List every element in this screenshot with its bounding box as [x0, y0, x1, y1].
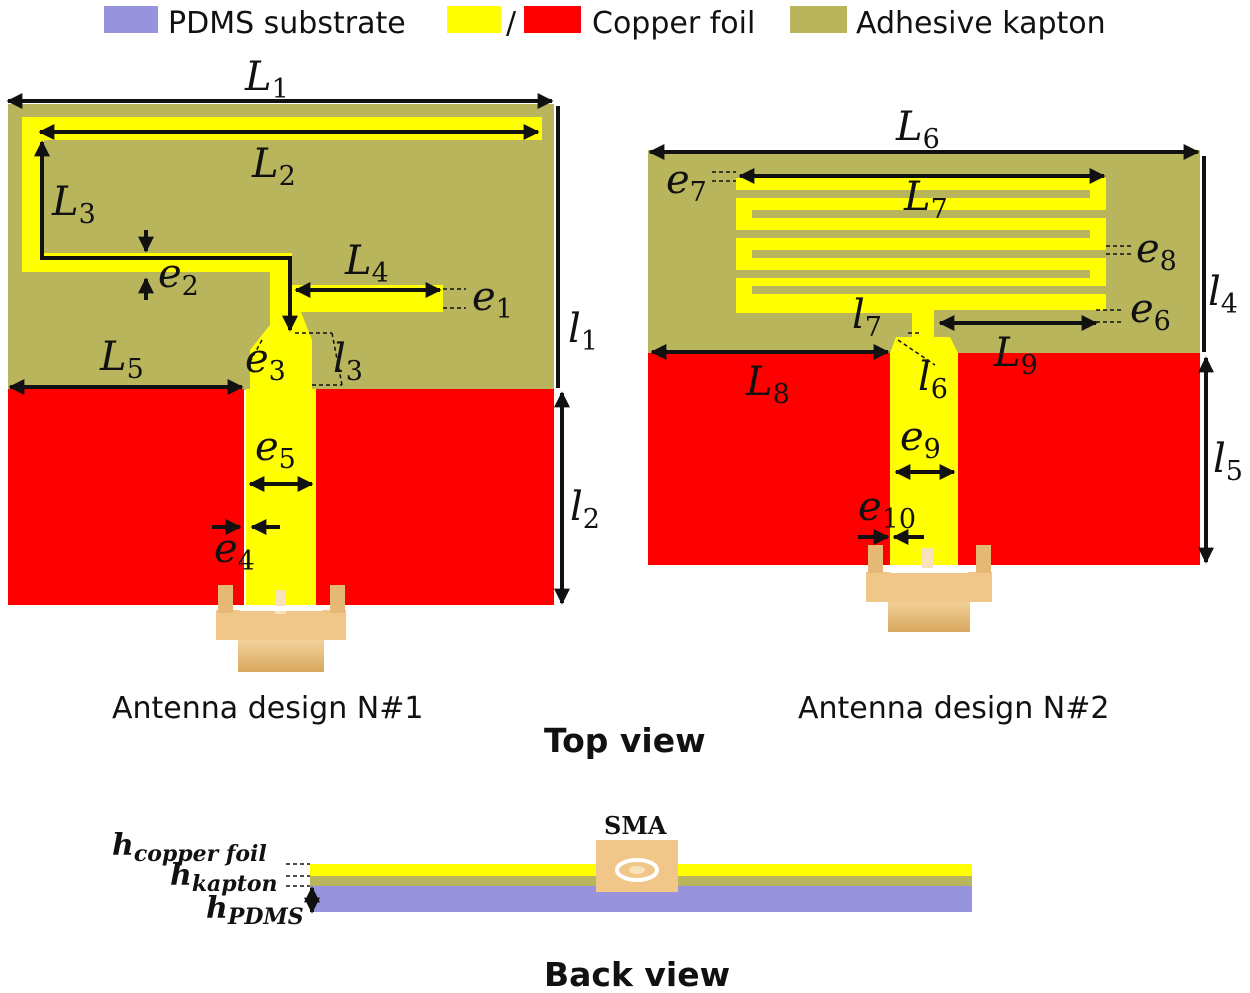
label-h-copper: hcopper foil — [112, 828, 267, 867]
label-e4: e4 — [214, 526, 255, 577]
d2-ground-left — [648, 353, 890, 565]
label-L5: L5 — [99, 334, 144, 385]
d2-sma-connector — [866, 545, 992, 632]
label-e8: e8 — [1136, 226, 1177, 277]
label-l1: l1 — [568, 306, 598, 357]
label-h-kapton: hkapton — [170, 858, 278, 897]
label-l7: l7 — [852, 292, 882, 343]
legend-swatch-copper-yellow — [447, 6, 501, 33]
label-e6: e6 — [1130, 286, 1171, 337]
label-e2: e2 — [158, 251, 199, 302]
label-l5: l5 — [1213, 436, 1243, 487]
d2-meander-slots — [736, 190, 1106, 294]
label-L3: L3 — [51, 179, 96, 230]
back-sma-label: SMA — [604, 811, 667, 840]
legend-swatch-kapton — [790, 6, 847, 33]
d1-ground-right — [316, 389, 554, 605]
top-view-title: Top view — [544, 721, 706, 760]
antenna-design-2: L6 L7 L8 L9 e6 e7 e8 e9 e10 l4 l5 l6 l7 … — [648, 104, 1243, 726]
legend-label-copper: Copper foil — [592, 6, 755, 41]
label-l6: l6 — [918, 354, 948, 405]
label-L1: L1 — [244, 54, 289, 105]
label-e9: e9 — [900, 414, 941, 465]
caption-design-2: Antenna design N#2 — [798, 691, 1109, 726]
label-L7: L7 — [903, 174, 948, 225]
antenna-design-1: L1 L2 L3 L4 L5 e1 e2 e3 e4 e5 l1 l2 l3 A… — [6, 54, 600, 726]
legend-swatch-copper-red — [524, 6, 581, 33]
label-L8: L8 — [745, 359, 790, 410]
label-e7: e7 — [666, 157, 707, 208]
label-L4: L4 — [344, 238, 389, 289]
d2-ground-right — [958, 353, 1200, 565]
label-L6: L6 — [895, 104, 940, 155]
label-e5: e5 — [255, 424, 296, 475]
label-e1: e1 — [472, 274, 513, 325]
back-view: SMA hcopper foil hkapton hPDMS — [112, 811, 972, 930]
d1-ground-left — [8, 389, 244, 605]
legend-swatch-pdms — [104, 6, 158, 33]
label-e10: e10 — [858, 484, 916, 535]
label-l4: l4 — [1208, 269, 1238, 320]
label-l2: l2 — [570, 484, 600, 535]
label-h-pdms: hPDMS — [206, 891, 304, 930]
label-L2: L2 — [251, 141, 296, 192]
legend-label-pdms: PDMS substrate — [168, 6, 406, 41]
d1-sma-connector — [216, 585, 346, 672]
label-e3: e3 — [245, 336, 286, 387]
d1-radiator-patch — [22, 117, 542, 605]
legend: PDMS substrate / Copper foil Adhesive ka… — [104, 6, 1106, 41]
legend-label-kapton: Adhesive kapton — [856, 6, 1106, 41]
caption-design-1: Antenna design N#1 — [112, 691, 423, 726]
label-L9: L9 — [993, 330, 1038, 381]
legend-separator: / — [506, 6, 517, 41]
back-sma-connector — [596, 840, 678, 892]
back-view-title: Back view — [544, 955, 730, 993]
label-l3: l3 — [333, 336, 363, 387]
